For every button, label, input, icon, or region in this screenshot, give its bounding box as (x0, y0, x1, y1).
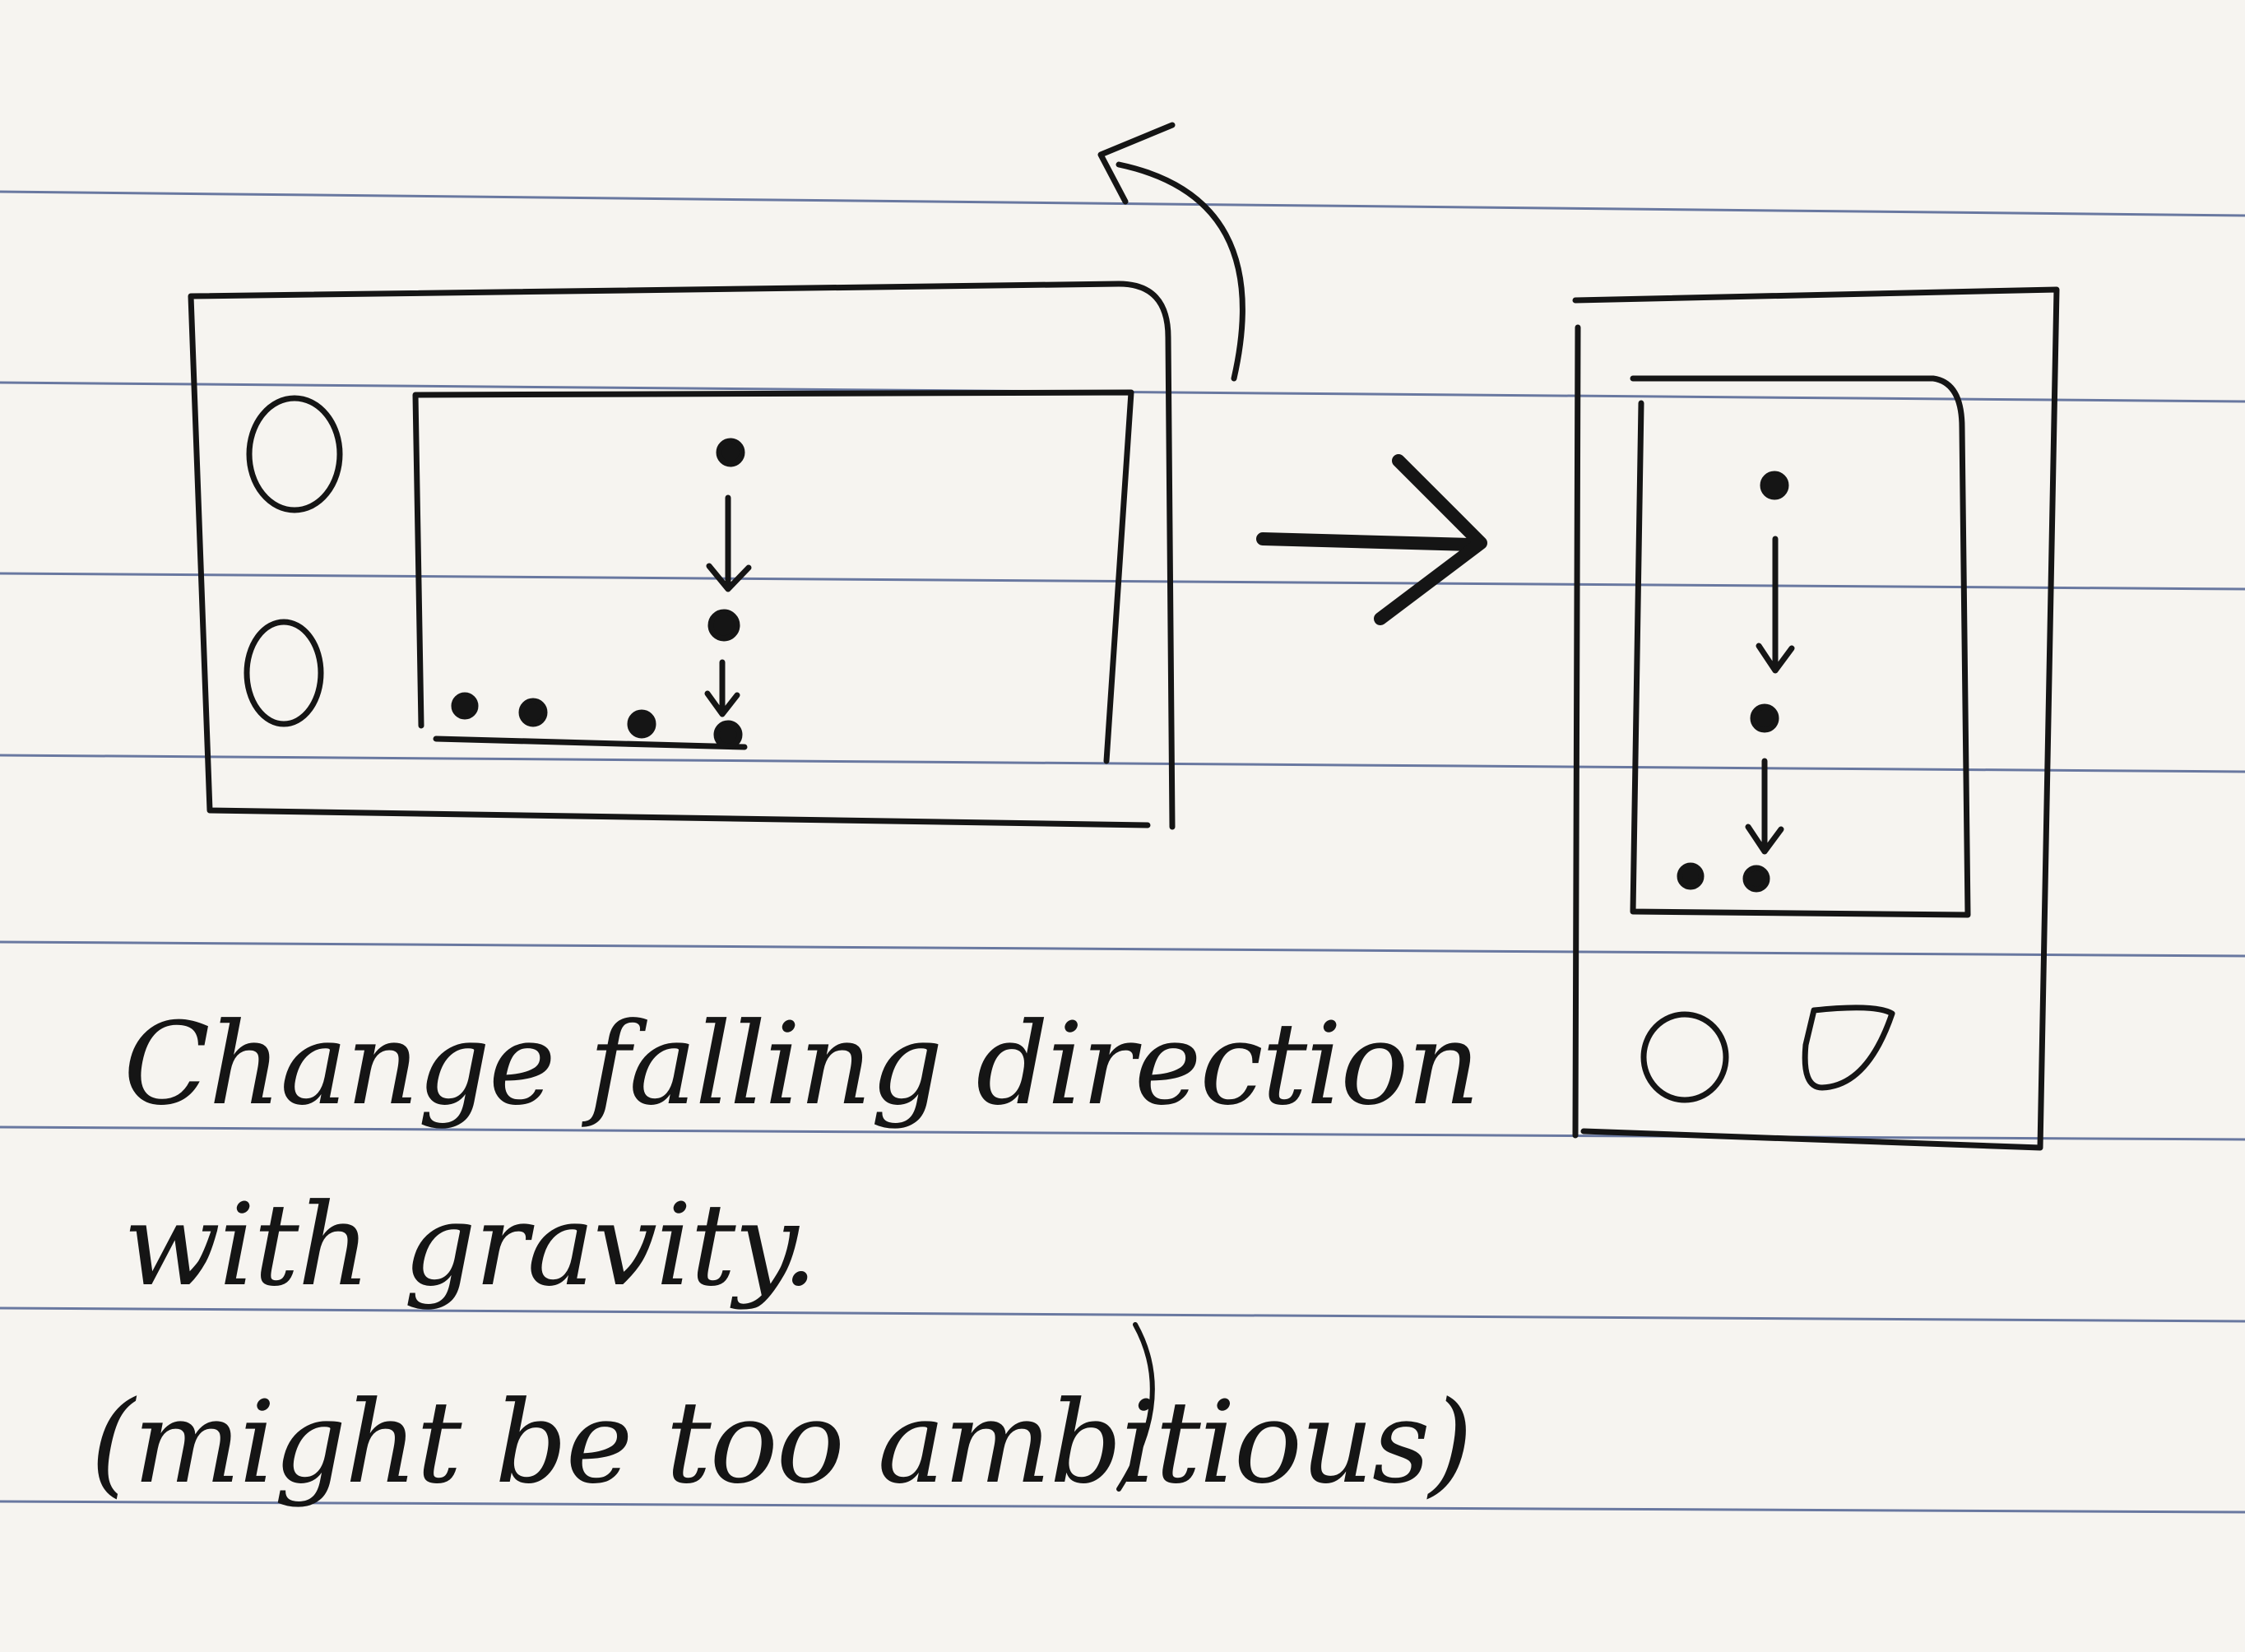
rule-line (0, 190, 2245, 217)
falling-dot (707, 609, 740, 642)
portrait-button-right-icon (1802, 1005, 1895, 1091)
rule-line (0, 940, 2245, 958)
note-line-3: (might be too ambitious) (90, 1376, 1473, 1509)
landscape-button-bottom-icon (244, 619, 324, 727)
landed-dot (713, 720, 743, 749)
rule-line (0, 1306, 2245, 1323)
ruled-lines (0, 190, 2245, 1514)
landscape-phone-outline (188, 281, 1176, 830)
down-arrow-icon (706, 494, 752, 592)
right-arrow-icon (1256, 454, 1487, 625)
rule-line (0, 1500, 2245, 1514)
landed-dot (518, 698, 548, 727)
note-closing-paren (1116, 1322, 1155, 1492)
note-line-1: Change falling direction (123, 998, 1480, 1130)
curved-rotate-arrow-icon (1097, 122, 1245, 382)
landscape-ground-line (433, 736, 748, 750)
landed-dot (1742, 865, 1770, 893)
portrait-screen (1630, 375, 1971, 918)
portrait-phone (1572, 286, 2060, 1151)
landscape-screen (412, 389, 1134, 764)
down-arrow-icon (1756, 536, 1795, 674)
portrait-phone-outline (1572, 286, 2060, 1151)
landed-dot (1677, 862, 1705, 890)
rule-line (0, 754, 2245, 773)
rule-line (0, 572, 2245, 591)
note-line-2: with gravity. (123, 1179, 818, 1311)
landed-dot (451, 692, 479, 720)
falling-dot (716, 438, 745, 467)
falling-dot (1760, 471, 1789, 500)
portrait-button-left-icon (1640, 1011, 1729, 1103)
falling-dot (1750, 703, 1779, 733)
landscape-button-top-icon (246, 395, 343, 513)
landed-dot (627, 709, 656, 739)
landscape-phone (188, 281, 1176, 830)
down-arrow-icon (1745, 758, 1784, 855)
down-arrow-icon (704, 659, 740, 717)
rule-line (0, 1125, 2245, 1141)
